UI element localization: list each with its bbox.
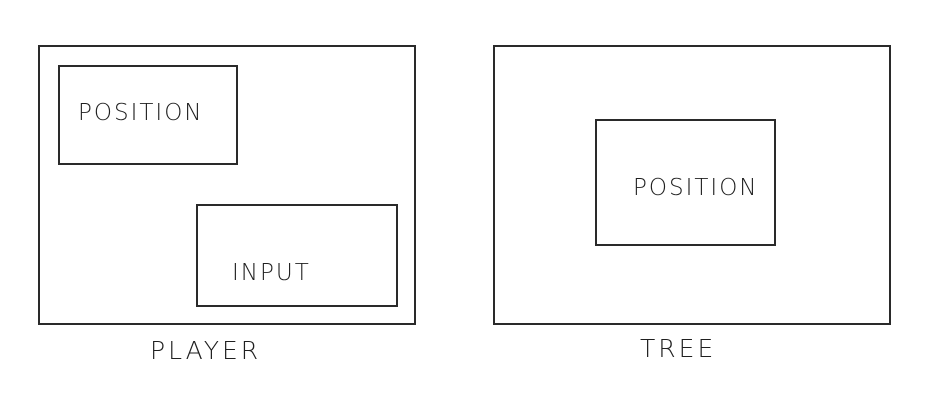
player-input-component-label: INPUT [232, 260, 311, 286]
player-entity-caption: PLAYER [150, 336, 262, 365]
tree-position-component-box [595, 119, 776, 246]
tree-position-component-label: POSITION [633, 175, 759, 201]
player-input-component-box [196, 204, 398, 307]
player-position-component-box [58, 65, 238, 165]
player-entity-box [38, 45, 416, 325]
player-position-component-label: POSITION [78, 100, 204, 126]
tree-entity-caption: TREE [640, 334, 717, 363]
tree-entity-box [493, 45, 891, 325]
